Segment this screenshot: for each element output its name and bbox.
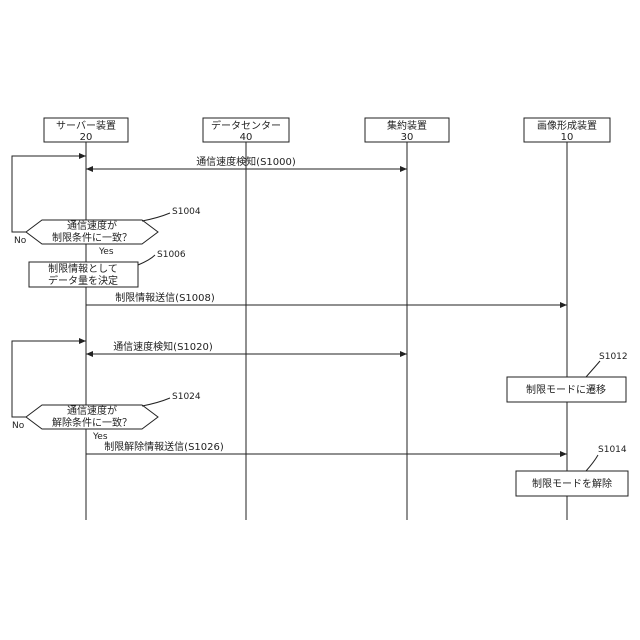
decision-1-line1: 通信速度が xyxy=(67,219,117,232)
decision-2-leader xyxy=(142,398,170,406)
participant-image-forming-name: 画像形成装置 xyxy=(537,119,597,132)
decision-2-line2: 解除条件に一致？ xyxy=(52,416,132,429)
decision-2-step: S1024 xyxy=(172,392,201,402)
participant-image-forming: 画像形成装置 10 xyxy=(524,118,610,143)
participant-aggregator-number: 30 xyxy=(401,132,414,143)
process-s1012-step: S1012 xyxy=(599,352,628,362)
participant-server-name: サーバー装置 xyxy=(56,119,116,132)
message-label-s1020: 通信速度検知(S1020) xyxy=(113,340,213,353)
message-label-s1026: 制限解除情報送信(S1026) xyxy=(104,440,224,453)
participant-server: サーバー装置 20 xyxy=(44,118,128,143)
process-s1014-text: 制限モードを解除 xyxy=(532,477,612,490)
message-label-s1008: 制限情報送信(S1008) xyxy=(115,291,215,304)
process-s1006-line2: データ量を決定 xyxy=(48,274,118,287)
message-label-s1000: 通信速度検知(S1000) xyxy=(196,155,296,168)
process-s1014-leader xyxy=(586,455,598,471)
process-s1006-line1: 制限情報として xyxy=(48,262,118,275)
decision-1-line2: 制限条件に一致？ xyxy=(52,231,132,244)
process-s1006-leader xyxy=(138,255,155,265)
participant-datacenter-number: 40 xyxy=(240,132,253,143)
participant-datacenter-name: データセンター xyxy=(211,119,281,132)
participant-image-forming-number: 10 xyxy=(561,132,574,143)
process-s1012-text: 制限モードに遷移 xyxy=(526,383,606,396)
participant-aggregator: 集約装置 30 xyxy=(365,118,449,143)
decision-1-yes: Yes xyxy=(98,247,114,257)
participant-server-number: 20 xyxy=(80,132,93,143)
decision-1-step: S1004 xyxy=(172,207,201,217)
participant-aggregator-name: 集約装置 xyxy=(387,119,427,132)
decision-2-yes: Yes xyxy=(92,432,108,442)
decision-2-line1: 通信速度が xyxy=(67,404,117,417)
process-s1006-step: S1006 xyxy=(157,250,186,260)
participant-datacenter: データセンター 40 xyxy=(203,118,289,143)
process-s1012-leader xyxy=(586,361,600,377)
process-s1014-step: S1014 xyxy=(598,445,627,455)
decision-1-leader xyxy=(142,213,170,221)
decision-2-no: No xyxy=(12,421,25,431)
decision-1-no: No xyxy=(14,236,27,246)
